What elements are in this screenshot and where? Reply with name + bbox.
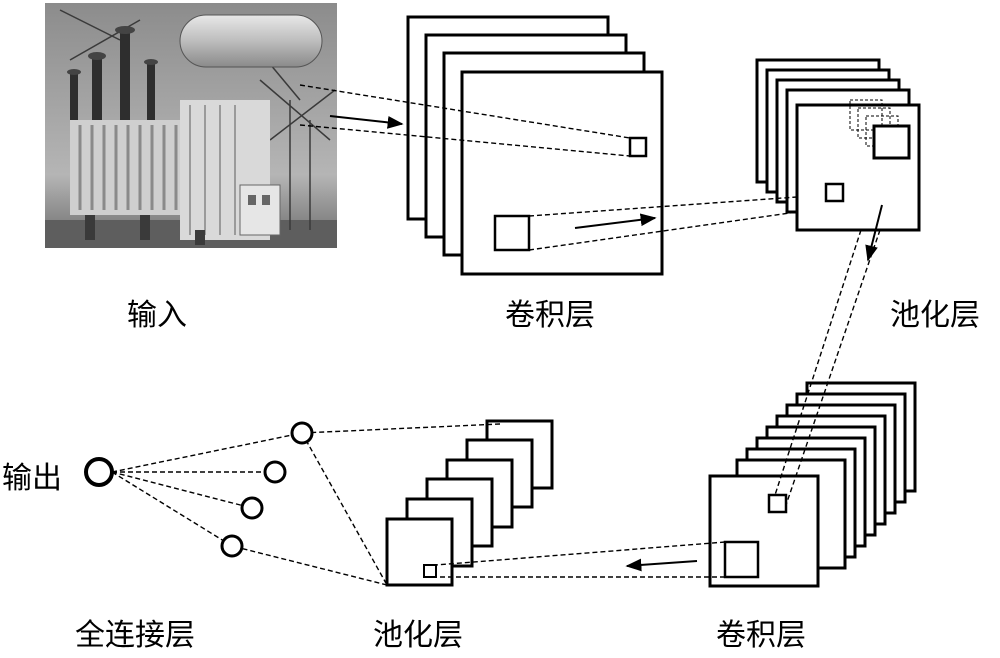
conv2-kernel-small <box>767 493 788 514</box>
fc-label: 全连接层 <box>75 618 195 653</box>
output-neuron <box>84 457 114 487</box>
pool-layer-2 <box>385 419 554 587</box>
conv2-kernel-large <box>723 540 760 579</box>
output-label: 输出 <box>2 461 62 496</box>
connection-lines <box>111 84 881 586</box>
conv2-label: 卷积层 <box>716 618 806 653</box>
input-label: 输入 <box>127 298 187 333</box>
pool1-cell <box>824 182 845 203</box>
flow-arrows <box>329 115 883 572</box>
conv1-kernel-large <box>493 214 531 252</box>
input-image <box>45 3 337 248</box>
pool1-label: 池化层 <box>890 298 980 333</box>
conv1-kernel-small <box>628 136 648 158</box>
pool1-window <box>872 124 911 160</box>
conv-layer-1 <box>406 15 664 276</box>
pool2-cell <box>423 564 437 578</box>
fc-neurons <box>220 421 314 558</box>
conv1-label: 卷积层 <box>505 298 595 333</box>
pool2-label: 池化层 <box>373 618 463 653</box>
conv-layer-2 <box>708 381 917 588</box>
